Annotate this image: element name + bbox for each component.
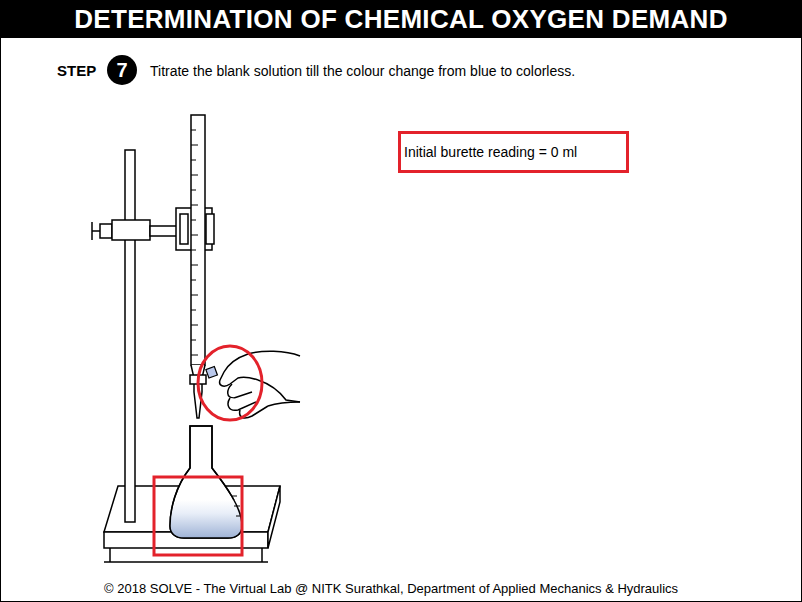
stopcock-key — [206, 367, 218, 379]
step-number: 7 — [116, 60, 127, 80]
flask-outline — [170, 426, 242, 538]
title-text: DETERMINATION OF CHEMICAL OXYGEN DEMAND — [74, 4, 728, 35]
hand — [220, 351, 300, 418]
flask-graduations — [232, 496, 241, 516]
stand-rod — [125, 150, 135, 522]
reading-text: Initial burette reading = 0 ml — [404, 144, 626, 161]
step-instruction: Titrate the blank solution till the colo… — [150, 63, 575, 79]
flask-solution — [170, 500, 242, 538]
reading-box: Initial burette reading = 0 ml — [398, 131, 629, 173]
highlight-box — [154, 477, 242, 555]
step-number-circle: 7 — [107, 55, 137, 85]
title-band: DETERMINATION OF CHEMICAL OXYGEN DEMAND — [0, 0, 802, 38]
burette-graduations — [191, 130, 198, 355]
footer-caption: © 2018 SOLVE - The Virtual Lab @ NITK Su… — [104, 581, 678, 596]
highlight-circle — [198, 346, 262, 420]
conical-flask — [170, 426, 242, 538]
step-label: STEP — [57, 62, 96, 79]
